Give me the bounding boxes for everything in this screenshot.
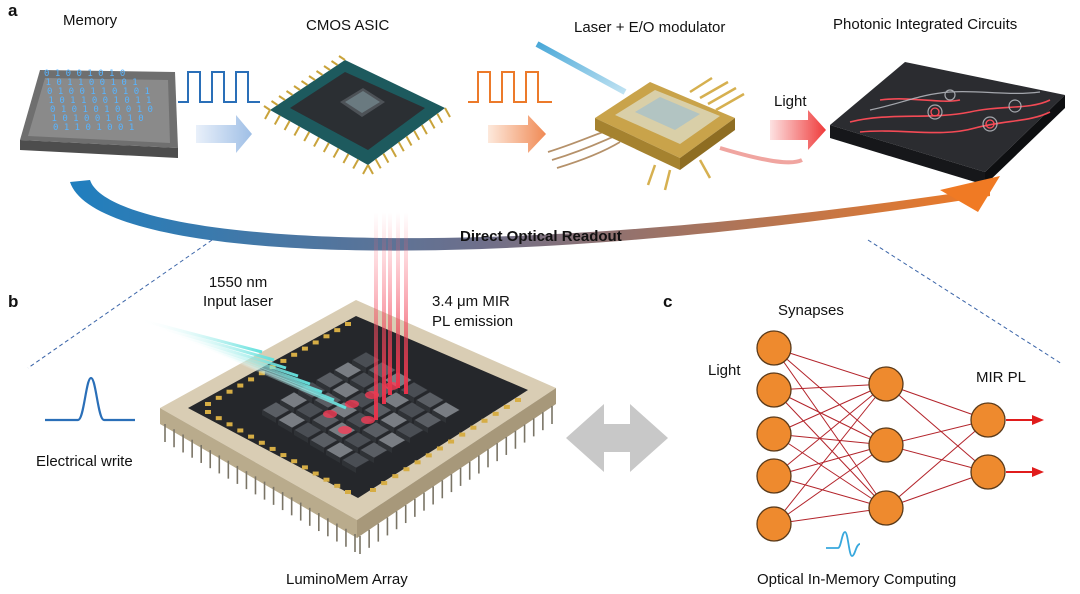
label-optical-computing: Optical In-Memory Computing bbox=[757, 571, 957, 588]
cmos-chip-icon bbox=[263, 55, 451, 175]
label-laser: Laser + E/O modulator bbox=[574, 19, 726, 36]
neuron-node bbox=[970, 402, 1006, 438]
label-cmos: CMOS ASIC bbox=[306, 17, 390, 34]
spike-pulse-icon bbox=[826, 531, 861, 557]
photonic-chip-icon bbox=[830, 62, 1065, 185]
memory-bit-row: 0 1 0 1 0 1 0 0 1 0 bbox=[50, 105, 153, 115]
input-laser-beams bbox=[139, 318, 347, 410]
output-arrows bbox=[1006, 415, 1044, 477]
neuron-node bbox=[756, 416, 792, 452]
label-mir-pl: MIR PL bbox=[976, 369, 1027, 386]
panel-label-c: c bbox=[663, 292, 673, 311]
luminomem-array-icon bbox=[160, 300, 556, 554]
neural-network-icon bbox=[756, 330, 1006, 542]
readout-curve-arrow bbox=[70, 180, 990, 251]
blue-flow-arrow bbox=[196, 115, 252, 153]
panel-label-a: a bbox=[8, 1, 18, 20]
neuron-node bbox=[756, 330, 792, 366]
modulation-signal-wave bbox=[468, 71, 552, 103]
label-readout: Direct Optical Readout bbox=[460, 228, 622, 245]
readout-arrowhead bbox=[940, 176, 1000, 212]
memory-bit-row: 0 1 0 0 1 0 1 0 bbox=[44, 69, 125, 79]
label-mir-wavelength: 3.4 μm MIR bbox=[432, 293, 510, 310]
callout-line-left bbox=[27, 239, 213, 369]
label-laser-wavelength: 1550 nm bbox=[208, 274, 268, 291]
orange-flow-arrow bbox=[488, 115, 546, 153]
electrical-signal-wave bbox=[178, 71, 260, 103]
label-electrical-write: Electrical write bbox=[36, 453, 133, 470]
neuron-node bbox=[868, 427, 904, 463]
neuron-node bbox=[756, 372, 792, 408]
label-pic: Photonic Integrated Circuits bbox=[833, 16, 1018, 33]
label-pl-emission: PL emission bbox=[432, 313, 514, 330]
memory-bit-row: 0 1 0 0 1 1 0 1 0 1 bbox=[47, 87, 150, 97]
panel-label-b: b bbox=[8, 292, 19, 311]
label-memory: Memory bbox=[63, 12, 118, 29]
neuron-node bbox=[970, 454, 1006, 490]
label-synapses: Synapses bbox=[778, 302, 844, 319]
label-luminomem: LuminoMem Array bbox=[286, 571, 408, 588]
neuron-node bbox=[868, 366, 904, 402]
neuron-node bbox=[868, 490, 904, 526]
neuron-node bbox=[756, 458, 792, 494]
label-light: Light bbox=[774, 93, 807, 110]
memory-bit-row: 1 0 1 1 0 0 1 0 1 1 bbox=[49, 96, 152, 106]
electrical-pulse-icon bbox=[45, 376, 135, 422]
light-input-lines bbox=[694, 346, 756, 526]
bidirectional-arrow bbox=[566, 404, 668, 472]
memory-bit-row: 1 0 1 1 0 0 1 0 1 bbox=[46, 78, 138, 88]
modulator-icon bbox=[535, 41, 803, 191]
callout-line-right bbox=[867, 239, 1063, 365]
light-flow-arrow bbox=[770, 110, 826, 150]
label-input-laser: Input laser bbox=[202, 293, 274, 310]
label-light-input: Light bbox=[708, 362, 741, 379]
memory-bit-row: 0 1 1 0 1 0 0 1 bbox=[53, 123, 134, 133]
memory-chip-icon: 0 1 0 0 1 0 1 01 0 1 1 0 0 1 0 10 1 0 0 … bbox=[20, 69, 178, 158]
memory-bit-row: 1 0 1 0 0 1 0 1 0 bbox=[52, 114, 144, 124]
mir-emission-beams bbox=[374, 212, 408, 420]
neuron-node bbox=[756, 506, 792, 542]
